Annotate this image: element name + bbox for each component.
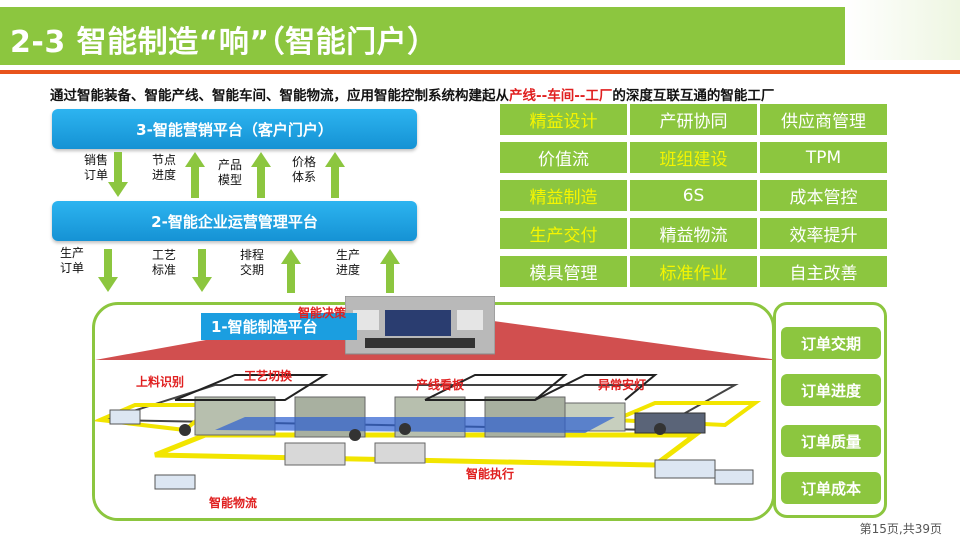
platform-manufacturing: 1-智能制造平台 <box>201 313 357 340</box>
grid-cell: 价值流 <box>500 142 627 173</box>
grid-cell: 供应商管理 <box>760 104 887 135</box>
grid-cell: 效率提升 <box>760 218 887 249</box>
order-delivery-button[interactable]: 订单交期 <box>781 327 881 359</box>
page-number: 第15页,共39页 <box>859 522 942 536</box>
corner-decoration <box>845 0 960 60</box>
label-logistics: 智能物流 <box>209 496 258 510</box>
title-bar: 2-3 智能制造“响”（智能门户） <box>0 7 845 65</box>
label-kanban: 产线看板 <box>416 378 465 392</box>
subtitle: 通过智能装备、智能产线、智能车间、智能物流，应用智能控制系统构建起从产线--车间… <box>50 84 774 104</box>
flow-label-schedule: 排程 交期 <box>240 248 265 277</box>
arrow-down-icon <box>108 152 128 197</box>
label-andon: 异常安灯 <box>598 378 647 392</box>
grid-cell: 精益设计 <box>500 104 627 135</box>
arrow-down-icon <box>192 249 212 292</box>
flow-label-process-standard: 工艺 标准 <box>152 248 177 277</box>
subtitle-pre: 通过智能装备、智能产线、智能车间、智能物流，应用智能控制系统构建起从 <box>50 88 509 104</box>
flow-label-price-system: 价格 体系 <box>292 155 317 184</box>
grid-cell: 成本管控 <box>760 180 887 211</box>
grid-cell: 自主改善 <box>760 256 887 287</box>
subtitle-highlight: 产线--车间--工厂 <box>509 88 613 104</box>
platform-operations: 2-智能企业运营管理平台 <box>52 201 417 241</box>
grid-cell: 模具管理 <box>500 256 627 287</box>
order-progress-button[interactable]: 订单进度 <box>781 374 881 406</box>
arrow-up-icon <box>380 249 400 293</box>
order-cost-button[interactable]: 订单成本 <box>781 472 881 504</box>
arrow-up-icon <box>325 152 345 198</box>
order-quality-button[interactable]: 订单质量 <box>781 425 881 457</box>
arrow-down-icon <box>98 249 118 292</box>
flow-label-production-progress: 生产 进度 <box>336 248 361 277</box>
grid-cell: 6S <box>630 180 757 211</box>
grid-cell: 精益制造 <box>500 180 627 211</box>
grid-cell: 班组建设 <box>630 142 757 173</box>
grid-cell: 生产交付 <box>500 218 627 249</box>
subtitle-post: 的深度互联互通的智能工厂 <box>612 88 775 104</box>
flow-label-node-progress: 节点 进度 <box>152 153 177 182</box>
label-process: 工艺切换 <box>244 369 293 383</box>
title-underline <box>0 70 960 74</box>
platform-marketing: 3-智能营销平台（客户门户） <box>52 109 417 149</box>
label-decision: 智能决策 <box>298 306 347 320</box>
flow-label-product-model: 产品 模型 <box>218 158 243 187</box>
arrow-up-icon <box>281 249 301 293</box>
grid-cell: 精益物流 <box>630 218 757 249</box>
flow-label-production-order: 生产 订单 <box>60 246 85 275</box>
label-execute: 智能执行 <box>466 467 515 481</box>
grid-cell: 产研协同 <box>630 104 757 135</box>
grid-cell: TPM <box>760 142 887 173</box>
flow-label-sales-order: 销售 订单 <box>84 153 109 182</box>
arrow-up-icon <box>185 152 205 198</box>
control-room-icon <box>345 296 495 355</box>
arrow-up-icon <box>251 152 271 198</box>
page-title: 2-3 智能制造“响”（智能门户） <box>10 25 438 60</box>
label-feed: 上料识别 <box>136 375 185 389</box>
grid-cell: 标准作业 <box>630 256 757 287</box>
